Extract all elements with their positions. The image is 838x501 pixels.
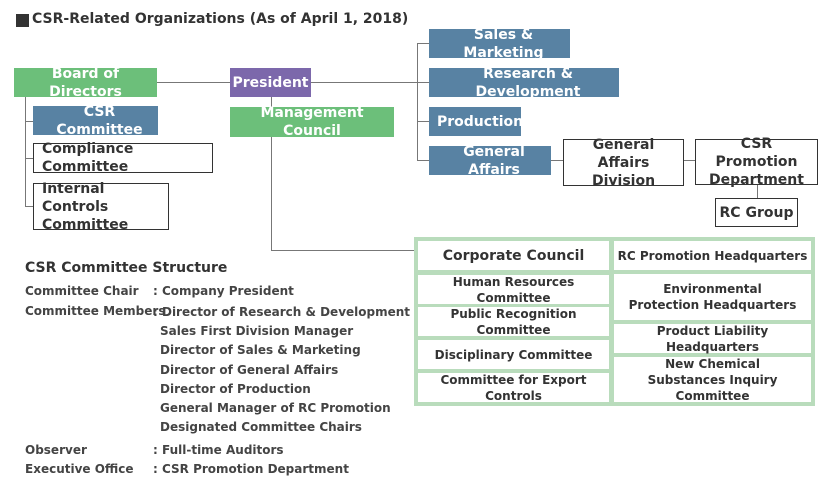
connector-csr-dept bbox=[683, 160, 695, 161]
connector-president-vertical bbox=[271, 97, 272, 251]
observer-label: Observer bbox=[25, 443, 87, 457]
corporate-council-title: Corporate Council bbox=[418, 241, 609, 270]
page-title: CSR-Related Organizations (As of April 1… bbox=[32, 11, 409, 27]
council-item-rc-promotion-hq: RC Promotion Headquarters bbox=[614, 241, 811, 270]
member-item: Director of Production bbox=[160, 381, 311, 396]
csr-promotion-department-box: CSR Promotion Department bbox=[695, 136, 818, 188]
connector-csr-committee bbox=[25, 121, 33, 122]
connector-president-divisions bbox=[311, 82, 418, 83]
sales-marketing-box: Sales & Marketing bbox=[429, 27, 570, 61]
connector-internal-controls bbox=[25, 206, 33, 207]
connector-ga-division bbox=[551, 160, 563, 161]
council-item-human-resources: Human Resources Committee bbox=[418, 275, 609, 305]
management-council-box: Management Council bbox=[230, 105, 394, 139]
executive-office-value: : CSR Promotion Department bbox=[153, 462, 349, 476]
connector-rnd bbox=[417, 82, 429, 83]
production-box: Production bbox=[429, 107, 523, 136]
rc-group-box: RC Group bbox=[715, 198, 798, 227]
council-item-product-liability-hq: Product Liability Headquarters bbox=[614, 324, 811, 354]
board-of-directors-box: Board of Directors bbox=[14, 66, 157, 100]
structure-title: CSR Committee Structure bbox=[25, 260, 228, 276]
council-item-export-controls: Committee for Export Controls bbox=[418, 373, 609, 403]
council-item-disciplinary: Disciplinary Committee bbox=[418, 340, 609, 369]
compliance-committee-box: Compliance Committee bbox=[33, 141, 213, 175]
council-item-environmental-hq: Environmental Protection Headquarters bbox=[614, 274, 811, 320]
members-colon-value: : Director of Research & Development bbox=[153, 305, 411, 319]
chair-label: Committee Chair bbox=[25, 284, 139, 298]
member-item: General Manager of RC Promotion bbox=[160, 401, 391, 416]
members-list: Sales First Division Manager Director of… bbox=[160, 322, 391, 438]
observer-value: : Full-time Auditors bbox=[153, 443, 284, 457]
connector-general-affairs bbox=[417, 160, 429, 161]
member-item: Director of Sales & Marketing bbox=[160, 343, 361, 358]
council-item-new-chemical-committee: New Chemical Substances Inquiry Committe… bbox=[614, 357, 811, 403]
connector-board-president bbox=[157, 82, 231, 83]
member-item: Director of General Affairs bbox=[160, 362, 339, 377]
connector-compliance bbox=[25, 158, 33, 159]
general-affairs-division-box: General Affairs Division bbox=[563, 137, 684, 189]
connector-rc-group bbox=[757, 185, 758, 198]
connector-corporate-council bbox=[271, 250, 415, 251]
connector-sales bbox=[417, 43, 429, 44]
research-development-box: Research & Development bbox=[429, 66, 619, 100]
general-affairs-box: General Affairs bbox=[429, 144, 551, 178]
connector-divisions-vertical bbox=[417, 43, 418, 161]
council-item-public-recognition: Public Recognition Committee bbox=[418, 307, 609, 337]
internal-controls-committee-box: Internal Controls Committee bbox=[33, 181, 169, 233]
members-label: Committee Members bbox=[25, 304, 166, 318]
connector-production bbox=[417, 121, 429, 122]
chair-value: : Company President bbox=[153, 284, 294, 298]
executive-office-label: Executive Office bbox=[25, 462, 134, 476]
president-box: President bbox=[230, 68, 311, 97]
member-item: Designated Committee Chairs bbox=[160, 420, 362, 435]
connector-board-vertical bbox=[25, 97, 26, 206]
csr-committee-box: CSR Committee bbox=[33, 104, 158, 138]
member-item: Sales First Division Manager bbox=[160, 324, 354, 338]
title-marker-icon bbox=[16, 14, 29, 27]
